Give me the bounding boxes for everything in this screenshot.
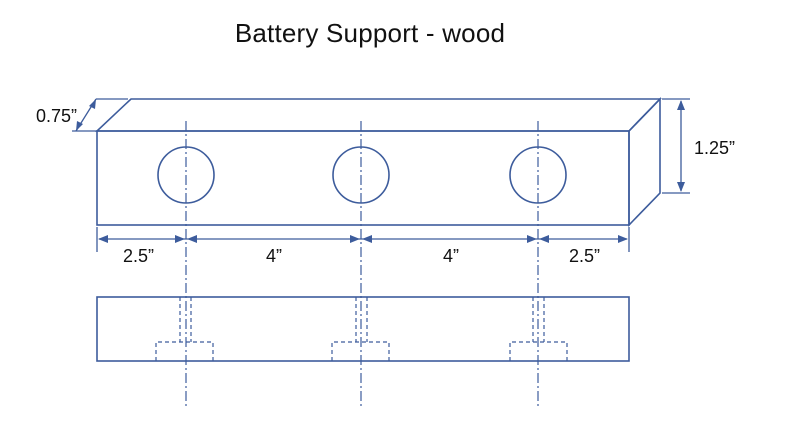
spacing-label-left: 2.5” bbox=[123, 246, 155, 266]
block-front-face bbox=[96, 130, 630, 226]
height-arrow-bottom bbox=[677, 182, 685, 192]
block-3d-view bbox=[94, 97, 662, 406]
hidden-counterbore-right bbox=[509, 341, 568, 361]
height-arrow-top bbox=[677, 100, 685, 110]
arrow bbox=[539, 235, 549, 243]
hidden-shaft-left bbox=[179, 297, 192, 342]
block-side-face bbox=[628, 97, 661, 227]
depth-dimension bbox=[72, 98, 128, 132]
arrow bbox=[350, 235, 360, 243]
block-top-face bbox=[94, 98, 662, 132]
spacing-label-right: 2.5” bbox=[569, 246, 601, 266]
height-dimension bbox=[662, 98, 690, 194]
spacing-dimensions bbox=[96, 227, 630, 252]
hidden-shaft-middle bbox=[355, 297, 368, 342]
depth-arrow-bottom bbox=[76, 121, 83, 131]
section-outline bbox=[96, 296, 630, 362]
hidden-counterbore-left bbox=[155, 341, 214, 361]
height-label: 1.25” bbox=[694, 138, 736, 158]
arrow bbox=[175, 235, 185, 243]
arrow bbox=[98, 235, 108, 243]
arrow bbox=[362, 235, 372, 243]
arrow bbox=[187, 235, 197, 243]
spacing-label-mid-right: 4” bbox=[443, 246, 460, 266]
arrow bbox=[527, 235, 537, 243]
drawing-title: Battery Support - wood bbox=[234, 18, 506, 48]
depth-label: 0.75” bbox=[36, 106, 78, 126]
hidden-counterbore-middle bbox=[331, 341, 390, 361]
hidden-shaft-right bbox=[532, 297, 545, 342]
arrow bbox=[618, 235, 628, 243]
block-section-view bbox=[96, 296, 630, 362]
depth-arrow-top bbox=[89, 99, 96, 109]
spacing-label-mid-left: 4” bbox=[266, 246, 283, 266]
